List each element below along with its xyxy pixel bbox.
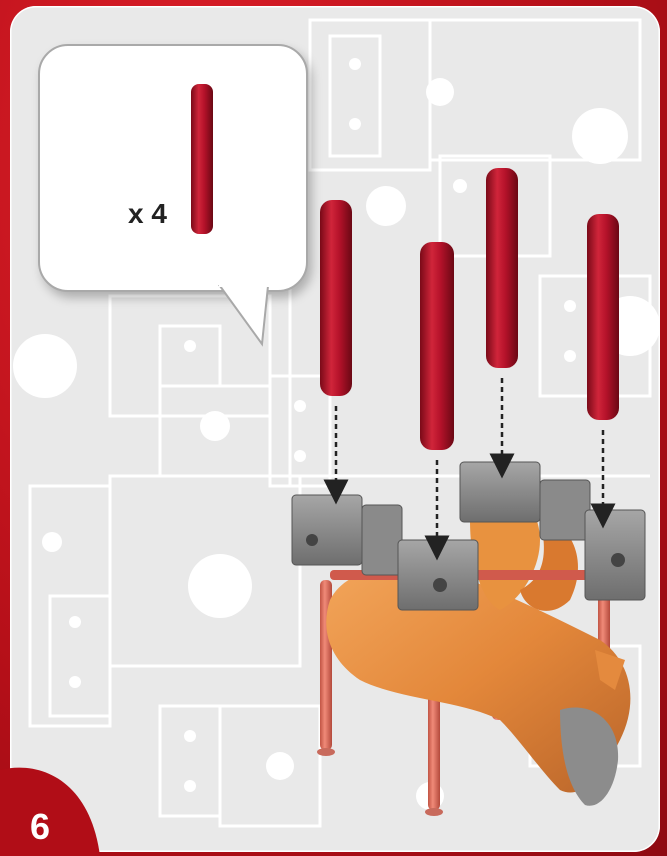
step-number: 6	[30, 806, 50, 848]
red-rod	[587, 214, 619, 420]
red-rod	[320, 200, 352, 396]
red-rod-icon	[40, 46, 306, 290]
red-rods	[320, 168, 619, 450]
gray-block	[540, 480, 590, 540]
gray-block	[398, 540, 478, 610]
gray-block	[362, 505, 402, 575]
gray-block	[460, 462, 540, 522]
gray-block	[292, 495, 362, 565]
parts-callout: x 4	[38, 44, 308, 292]
red-rod	[486, 168, 518, 368]
part-quantity: x 4	[128, 198, 167, 230]
red-rod	[420, 242, 454, 450]
callout-rod	[191, 84, 213, 234]
